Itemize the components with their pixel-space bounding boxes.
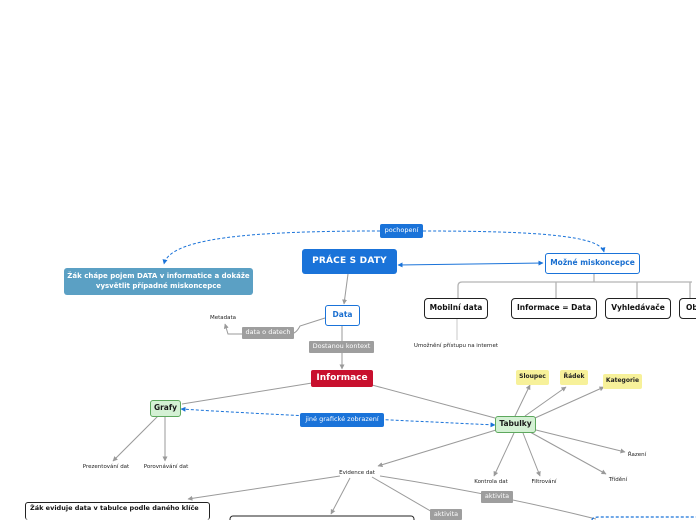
understanding-link-left <box>162 230 381 265</box>
information-tables-link <box>371 384 496 419</box>
mobile-note: Umožnění přístupu na internet <box>413 342 499 349</box>
information-node[interactable]: Informace <box>311 370 373 387</box>
tables-part-column[interactable]: Sloupec <box>516 370 549 385</box>
tables-action-4 <box>493 432 515 477</box>
evidence-activity-2-link <box>371 476 435 514</box>
about-data-label: data o datech <box>242 327 294 339</box>
misconception-search-engines[interactable]: Vyhledávače <box>605 298 671 319</box>
bottom-node-partial <box>229 515 415 520</box>
root-data-link <box>342 273 349 305</box>
evidence-node[interactable]: Evidence dat <box>339 469 375 476</box>
evidence-goal-link <box>187 475 341 501</box>
tables-node[interactable]: Tabulky <box>495 416 536 433</box>
misconception-mobile-data[interactable]: Mobilní data <box>424 298 488 319</box>
information-graphs-link <box>181 382 313 405</box>
misconceptions-node[interactable]: Možné miskoncepce <box>545 253 640 274</box>
root-node[interactable]: PRÁCE S DATY <box>302 249 397 274</box>
goal-understanding-node[interactable]: Žák chápe pojem DATA v informatice a dok… <box>64 268 253 295</box>
tables-action-checking[interactable]: Kontrola dat <box>474 478 508 485</box>
goal-records-node[interactable]: Žák eviduje data v tabulce podle daného … <box>25 502 210 520</box>
tables-action-3 <box>522 432 541 477</box>
metadata-node[interactable]: Metadata <box>209 314 237 321</box>
graphs-child-1 <box>112 415 159 462</box>
misconception-partial[interactable]: Ob <box>679 298 696 319</box>
context-link-label: Dostanou kontext <box>309 341 374 353</box>
tables-evidence-link <box>377 429 497 468</box>
tables-part-1 <box>514 384 531 417</box>
misconceptions-branches <box>457 274 692 298</box>
graphs-child-comparing[interactable]: Porovnávání dat <box>143 463 189 470</box>
bottom-right-node-partial <box>591 516 696 520</box>
tables-action-2 <box>529 431 607 475</box>
understanding-link-label: pochopení <box>380 224 423 238</box>
misconception-information-equals-data[interactable]: Informace = Data <box>511 298 597 319</box>
root-misconceptions-link <box>397 260 544 268</box>
understanding-link-right <box>422 230 606 253</box>
other-display-link-label: jiné grafické zobrazení <box>300 413 384 427</box>
data-node[interactable]: Data <box>325 305 360 326</box>
graphs-node[interactable]: Grafy <box>150 400 181 417</box>
activity-label-2: aktivita <box>430 509 462 520</box>
tables-action-sorting[interactable]: Řazení <box>627 451 647 458</box>
graphs-child-presenting[interactable]: Prezentování dat <box>82 463 130 470</box>
tables-part-category[interactable]: Kategorie <box>603 374 642 389</box>
tables-action-classifying[interactable]: Třídění <box>608 476 628 483</box>
tables-part-2 <box>524 386 567 417</box>
tables-action-filtering[interactable]: Filtrování <box>531 478 557 485</box>
tables-part-row[interactable]: Řádek <box>560 370 588 385</box>
activity-label-1: aktivita <box>481 491 513 503</box>
evidence-activity-1-link <box>330 477 351 515</box>
tables-part-3 <box>534 386 605 419</box>
tables-action-1 <box>535 429 626 454</box>
